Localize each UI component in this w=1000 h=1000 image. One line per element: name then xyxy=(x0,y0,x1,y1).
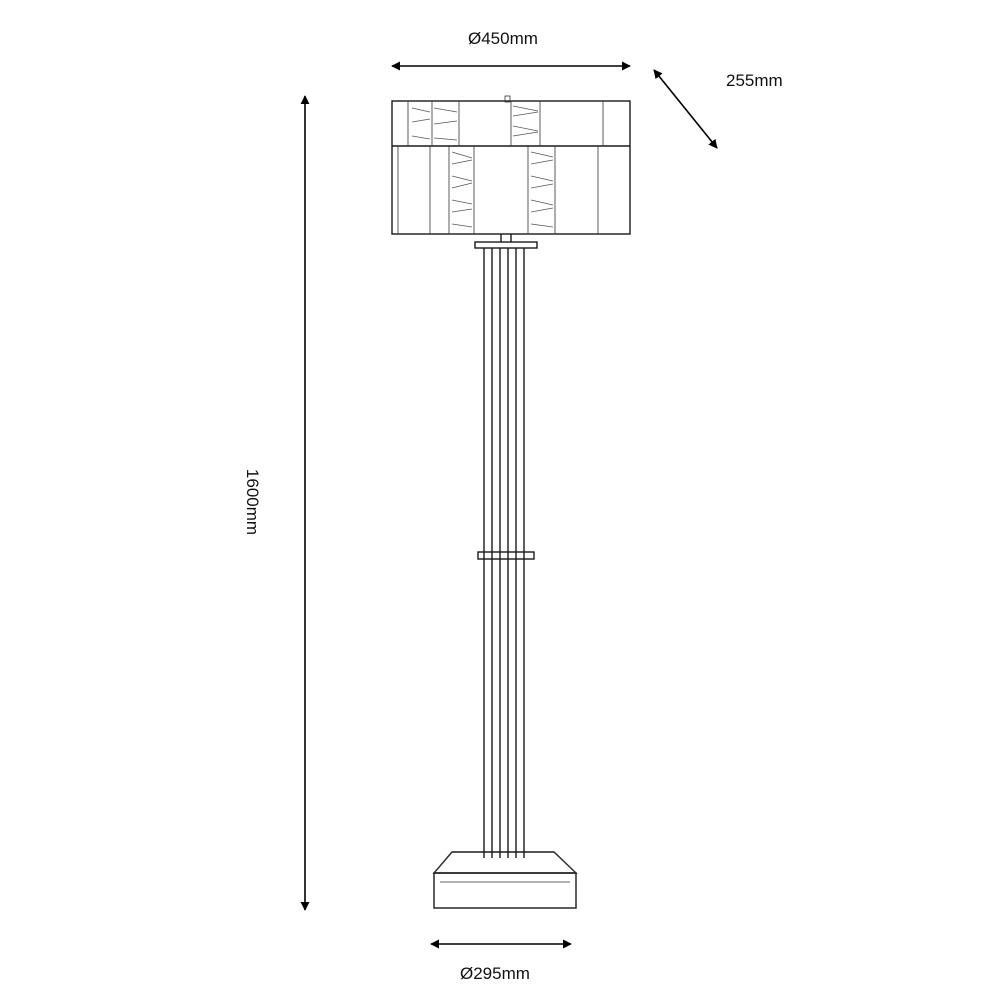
lamp-base xyxy=(432,851,578,909)
lamp-stem xyxy=(474,234,538,858)
total-height-label: 1600mm xyxy=(243,468,262,536)
lamp-shade xyxy=(391,95,631,235)
shade-diameter-label: Ø450mm xyxy=(468,29,538,48)
base-diameter-label: Ø295mm xyxy=(460,964,530,983)
shade-depth-label: 255mm xyxy=(726,71,783,90)
shade-depth-arrow xyxy=(653,69,718,149)
